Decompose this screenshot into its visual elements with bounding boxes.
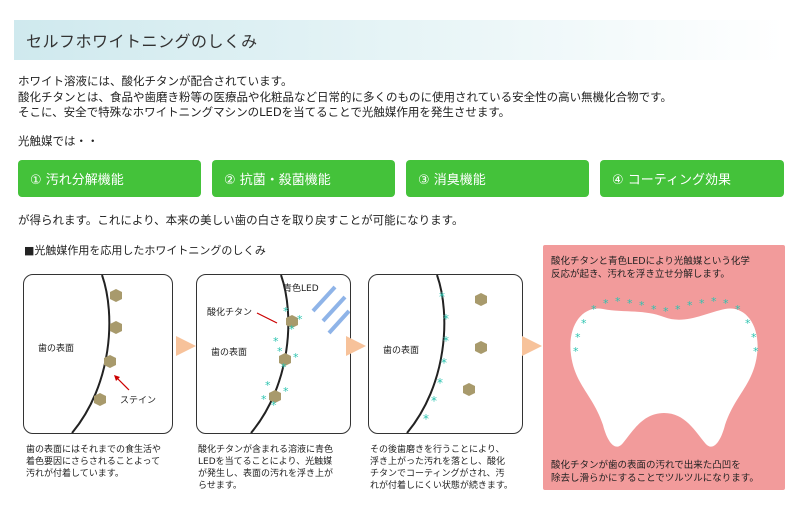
stain-hexagon [475,293,487,306]
tooth-surface-line [71,275,111,433]
svg-text:*: * [663,305,669,318]
svg-text:*: * [573,345,579,358]
svg-text:*: * [751,331,757,344]
svg-text:*: * [615,295,621,308]
svg-text:*: * [735,303,741,316]
stain-hexagon [110,321,122,334]
svg-text:*: * [639,299,645,312]
label-tooth-surface: 歯の表面 [383,346,420,356]
effect-dirt-decomposition: ① 汚れ分解機能 [18,160,201,197]
coating-stars: **** **** **** *** **** [573,295,759,358]
section-heading: ■光触媒作用を応用したホワイトニングのしくみ [24,244,266,257]
label-blue-led: 青色LED [283,284,319,294]
stain-hexagon [110,289,122,302]
svg-text:*: * [271,399,277,412]
svg-text:*: * [627,297,633,310]
svg-text:*: * [423,412,429,426]
label-titanium-oxide: 酸化チタン [207,308,253,318]
panel-coating: *** **** 歯の表面 [368,274,523,434]
svg-text:*: * [283,385,289,398]
stain-hexagon [104,355,116,368]
svg-text:*: * [265,379,271,392]
svg-text:*: * [277,345,283,358]
svg-text:*: * [443,312,449,326]
panel-photocatalysis-illustration: *** *** *** ** [250,275,350,433]
intro-line-3: そこに、安全で特殊なホワイトニングマシンのLEDを当てることで光触媒作用を発生さ… [18,105,511,119]
panel-photocatalysis: *** *** *** ** 青色LED 酸化チタン 歯の表面 [196,274,351,434]
result-top-text: 酸化チタンと青色LEDにより光触媒という化学 反応が起き、汚れを浮き立せ分解しま… [551,256,750,280]
svg-text:*: * [439,290,445,304]
intro-text: ホワイト溶液には、酸化チタンが配合されています。 酸化チタンとは、食品や歯磨き粉… [18,74,672,121]
effect-antibacterial: ② 抗菌・殺菌機能 [212,160,395,197]
svg-text:*: * [575,331,581,344]
svg-text:*: * [603,297,609,310]
stain-hexagon [269,390,281,403]
result-panel: 酸化チタンと青色LEDにより光触媒という化学 反応が起き、汚れを浮き立せ分解しま… [543,245,785,490]
svg-text:*: * [581,317,587,330]
label-tooth-surface: 歯の表面 [211,348,248,358]
svg-text:*: * [651,303,657,316]
svg-text:*: * [297,313,303,326]
svg-text:*: * [687,299,693,312]
svg-text:*: * [261,393,267,406]
arrow-head-icon [114,375,120,381]
page-title: セルフホワイトニングのしくみ [26,32,258,51]
svg-text:*: * [723,297,729,310]
label-tooth-surface: 歯の表面 [38,344,75,354]
svg-text:*: * [293,351,299,364]
caption-stain: 歯の表面にはそれまでの食生活や 着色要因にさらされることよって 汚れが付着してい… [26,445,162,479]
stain-hexagon [279,353,291,366]
tooth-surface-line [406,275,446,433]
result-text: が得られます。これにより、本来の美しい歯の白さを取り戻すことが可能になります。 [18,213,464,227]
stain-hexagon [475,341,487,354]
svg-text:*: * [591,303,597,316]
svg-text:*: * [443,334,449,348]
lead-text: 光触媒では・・ [18,134,99,148]
tooth-surface-line [250,275,290,433]
result-bottom-text: 酸化チタンが歯の表面の汚れで出来た凸凹を 除去し滑らかにすることでツルツルになり… [551,460,759,484]
intro-line-2: 酸化チタンとは、食品や歯磨き粉等の医療品や化粧品など日常的に多くのものに使用され… [18,89,672,104]
svg-text:*: * [745,317,751,330]
stain-hexagon [94,393,106,406]
led-light-ray [327,309,350,335]
svg-text:*: * [281,361,287,374]
svg-text:*: * [753,345,759,358]
effect-deodorizing: ③ 消臭機能 [406,160,589,197]
svg-text:*: * [437,376,443,390]
svg-text:*: * [441,356,447,370]
caption-photocatalysis: 酸化チタンが含まれる溶液に青色 LEDを当てることにより、光触媒 が発生し、表面… [198,445,334,491]
tooth-shape [570,308,758,447]
caption-coating: その後歯磨きを行うことにより、 浮き上がった汚れを落とし、酸化 チタンでコーティ… [370,445,513,491]
arrow-right-icon [176,336,196,356]
svg-text:*: * [711,295,717,308]
effect-row: ① 汚れ分解機能 ② 抗菌・殺菌機能 ③ 消臭機能 ④ コーティング効果 [18,160,784,198]
panel-stain: 歯の表面 ステイン [23,274,173,434]
svg-text:*: * [283,305,289,318]
led-light-ray [311,285,337,313]
stain-pointer-arrow [115,376,130,391]
label-stain: ステイン [120,396,157,406]
stain-hexagon [286,315,298,328]
svg-text:*: * [431,394,437,408]
title-bar: セルフホワイトニングのしくみ [14,20,784,60]
svg-text:*: * [675,303,681,316]
arrow-right-icon [346,336,366,356]
led-light-ray [321,295,347,323]
svg-text:*: * [273,335,279,348]
white-tooth-illustration: **** **** **** *** **** [570,295,759,447]
svg-text:*: * [289,323,295,336]
panel-coating-illustration: *** **** [406,275,487,433]
panel-stain-illustration [71,275,130,433]
titanium-pointer-arrow [256,312,278,324]
arrow-right-icon [522,336,542,356]
svg-text:*: * [699,297,705,310]
intro-line-1: ホワイト溶液には、酸化チタンが配合されています。 [18,74,293,88]
effect-coating: ④ コーティング効果 [600,160,784,197]
stain-hexagon [463,383,475,396]
